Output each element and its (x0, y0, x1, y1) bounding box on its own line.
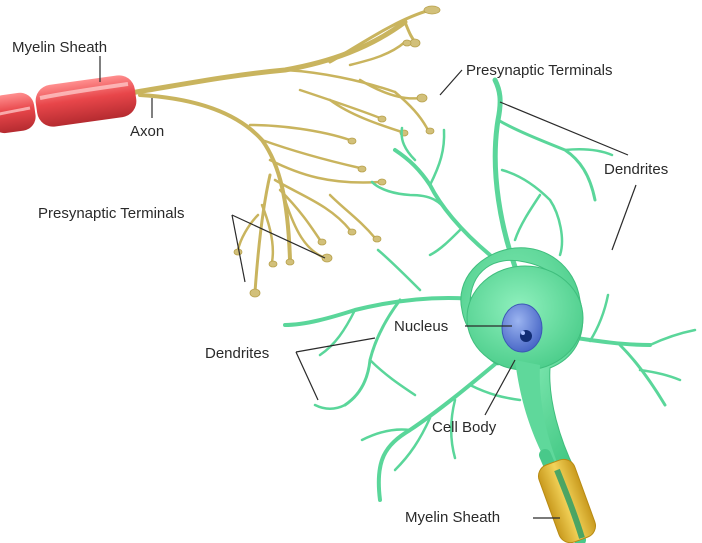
terminal-knob (233, 248, 243, 256)
terminal-knob (416, 93, 428, 103)
myelin-sheath-bottom (538, 458, 596, 543)
label-dendrites-left: Dendrites (205, 345, 269, 362)
terminal-knob (377, 178, 387, 186)
label-cell-body: Cell Body (432, 419, 497, 436)
terminal-knob (317, 238, 327, 246)
myelin-sheath-axon (0, 75, 137, 134)
terminal-knob (423, 5, 441, 15)
terminal-knob (347, 228, 357, 236)
nucleus (501, 303, 543, 353)
terminal-knob (402, 39, 412, 47)
label-dendrites-right: Dendrites (604, 161, 668, 178)
terminal-knob (249, 288, 261, 298)
label-myelin-sheath-bottom: Myelin Sheath (405, 509, 500, 526)
terminal-knob (285, 258, 295, 266)
terminal-knob (372, 235, 382, 243)
label-axon: Axon (130, 123, 164, 140)
label-presynaptic-terminals-left: Presynaptic Terminals (38, 205, 184, 222)
label-nucleus: Nucleus (394, 318, 448, 335)
terminal-knob (321, 253, 333, 263)
dendrite-branches (283, 77, 697, 502)
terminal-knob (347, 137, 357, 145)
label-myelin-sheath-axon: Myelin Sheath (12, 39, 107, 56)
terminal-knob (425, 127, 435, 135)
label-presynaptic-terminals-top: Presynaptic Terminals (466, 62, 612, 79)
terminal-knob (409, 38, 421, 48)
terminal-knob (377, 115, 387, 123)
terminal-knob (268, 260, 278, 268)
leader-lines (99, 56, 637, 519)
terminal-knob (357, 165, 367, 173)
labels: Myelin Sheath Axon Presynaptic Terminals… (12, 39, 668, 526)
presynaptic-terminal-branches (127, 5, 441, 298)
